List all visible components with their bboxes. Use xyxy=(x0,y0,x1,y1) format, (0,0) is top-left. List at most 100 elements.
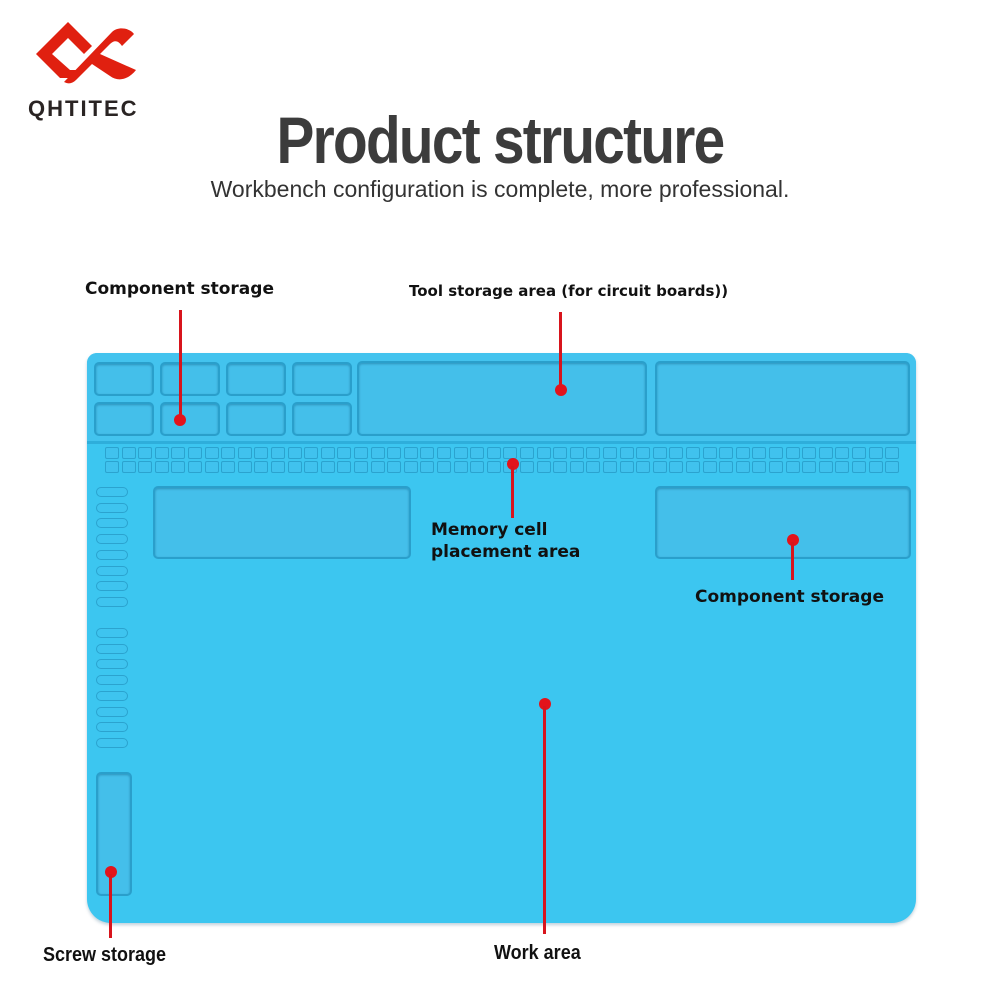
screw-slot xyxy=(96,659,128,670)
memory-cell xyxy=(121,461,136,473)
memory-cell xyxy=(287,461,302,473)
pin-line-tool xyxy=(559,312,562,388)
memory-cell xyxy=(719,447,734,459)
page-title: Product structure xyxy=(276,103,726,177)
component-well-right xyxy=(655,486,911,559)
screw-slot xyxy=(96,722,128,733)
memory-cell xyxy=(420,447,435,459)
memory-cell xyxy=(852,461,866,473)
memory-cell xyxy=(769,447,783,459)
brand-logo xyxy=(30,18,140,90)
tool-tray xyxy=(357,361,647,436)
memory-cell xyxy=(337,447,352,459)
memory-cell xyxy=(569,461,584,473)
memory-cell xyxy=(453,461,468,473)
memory-cell xyxy=(188,447,202,459)
screw-slot xyxy=(96,737,128,748)
memory-cell xyxy=(204,461,219,473)
memory-cell xyxy=(486,461,501,473)
callout-label-component-storage-top: Component storage xyxy=(85,279,274,299)
memory-cell xyxy=(603,461,617,473)
memory-cell xyxy=(320,447,335,459)
memory-cell xyxy=(437,461,451,473)
memory-cell xyxy=(735,461,750,473)
component-well-left xyxy=(153,486,411,559)
compartment xyxy=(160,362,220,396)
memory-cell xyxy=(470,447,485,459)
screw-storage-tray xyxy=(96,772,132,896)
pin-dot-component-right xyxy=(787,534,799,546)
pin-line-memory xyxy=(511,466,514,518)
memory-cell xyxy=(553,461,568,473)
screw-slot xyxy=(96,628,128,638)
memory-cell xyxy=(453,447,468,459)
memory-cell xyxy=(636,461,651,473)
memory-cell xyxy=(686,447,700,459)
memory-cell xyxy=(652,461,667,473)
memory-cell xyxy=(503,447,518,459)
callout-label-screw-storage: Screw storage xyxy=(43,944,167,966)
memory-cell xyxy=(370,447,385,459)
memory-cell xyxy=(188,461,202,473)
memory-cell xyxy=(868,461,883,473)
tool-tray-right xyxy=(655,361,910,436)
memory-cell xyxy=(204,447,219,459)
memory-cell xyxy=(154,461,169,473)
memory-cell xyxy=(287,447,302,459)
memory-cell xyxy=(237,461,252,473)
memory-cell xyxy=(719,461,734,473)
compartment xyxy=(292,402,352,436)
memory-cell xyxy=(619,461,634,473)
memory-cell xyxy=(221,447,236,459)
memory-cell xyxy=(669,461,684,473)
memory-cell xyxy=(536,447,551,459)
pin-dot-memory xyxy=(507,458,519,470)
memory-cell xyxy=(486,447,501,459)
memory-cell xyxy=(802,447,817,459)
screw-slot xyxy=(96,518,128,529)
memory-cell xyxy=(835,461,850,473)
page-subtitle: Workbench configuration is complete, mor… xyxy=(210,176,790,202)
memory-cell xyxy=(735,447,750,459)
memory-cell xyxy=(586,461,601,473)
memory-cell xyxy=(138,447,153,459)
compartment xyxy=(292,362,352,396)
memory-cell xyxy=(868,447,883,459)
memory-cell xyxy=(553,447,568,459)
memory-cell xyxy=(254,447,269,459)
memory-cell xyxy=(785,447,800,459)
memory-cell xyxy=(702,447,717,459)
memory-cell xyxy=(769,461,783,473)
screw-slot xyxy=(96,643,128,654)
memory-cell xyxy=(105,447,119,459)
pin-line-work xyxy=(543,706,546,934)
compartment xyxy=(94,362,154,396)
pin-line-screw xyxy=(109,874,112,938)
memory-cell xyxy=(536,461,551,473)
memory-cell xyxy=(304,461,319,473)
memory-cell xyxy=(603,447,617,459)
memory-cell xyxy=(818,461,833,473)
screw-slot xyxy=(96,549,128,560)
memory-cell xyxy=(420,461,435,473)
memory-cell xyxy=(437,447,451,459)
memory-cell xyxy=(835,447,850,459)
pin-dot-component-top xyxy=(174,414,186,426)
screw-slot xyxy=(96,534,128,545)
memory-cell xyxy=(337,461,352,473)
memory-cell xyxy=(619,447,634,459)
callout-label-component-storage-right: Component storage xyxy=(695,587,884,607)
memory-cell xyxy=(586,447,601,459)
memory-cell xyxy=(785,461,800,473)
memory-cell xyxy=(752,447,767,459)
memory-cell xyxy=(686,461,700,473)
memory-cell xyxy=(271,447,285,459)
memory-cell xyxy=(520,461,534,473)
pin-dot-screw xyxy=(105,866,117,878)
memory-cell xyxy=(171,447,186,459)
brand-name: QHTITEC xyxy=(28,96,139,121)
memory-cell xyxy=(669,447,684,459)
screw-slot xyxy=(96,690,128,701)
memory-cell xyxy=(470,461,485,473)
memory-cell xyxy=(852,447,866,459)
